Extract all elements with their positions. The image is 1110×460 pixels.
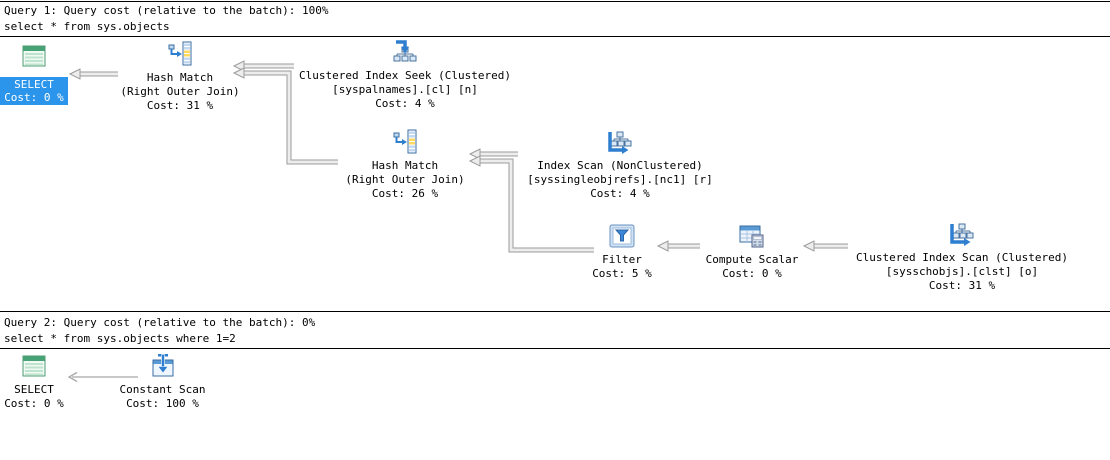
plan-node-clustered-index-seek[interactable]: Clustered Index Seek (Clustered) [syspal… [285,38,525,111]
arrow-select1-hashmatch1 [68,68,118,80]
plan-node-compute-scalar[interactable]: Compute Scalar Cost: 0 % [692,222,812,281]
plan-node-select-q1[interactable]: SELECT Cost: 0 % [0,42,68,105]
arrow-hashmatch1-indexseek [232,60,294,72]
clustered-index-scan-icon [948,220,976,248]
separator-query2-top [0,311,1110,312]
node-label: Clustered Index Seek (Clustered) [299,69,511,82]
query2-sql-text: select * from sys.objects where 1=2 [4,332,236,345]
node-subtitle: (Right Outer Join) [345,173,465,186]
index-scan-icon [606,128,634,156]
result-grid-icon [20,352,48,380]
plan-node-constant-scan[interactable]: Constant Scan Cost: 100 % [105,352,220,411]
clustered-index-seek-icon [391,38,419,66]
node-cost: Cost: 26 % [371,187,439,200]
arrow-computescalar-indexscan [802,240,848,252]
hash-match-icon [391,128,419,156]
node-cost: Cost: 0 % [722,267,782,280]
plan-node-filter[interactable]: Filter Cost: 5 % [572,222,672,281]
node-label: SELECT [14,383,54,396]
node-subtitle: [syssingleobjrefs].[nc1] [r] [527,173,713,186]
node-label: Index Scan (NonClustered) [537,159,703,172]
arrow-select2-constantscan [67,371,138,383]
node-subtitle: [sysschobjs].[clst] [o] [885,265,1039,278]
node-label: Clustered Index Scan (Clustered) [856,251,1068,264]
node-label: Compute Scalar [705,253,799,266]
node-cost: Cost: 31 % [928,279,996,292]
node-subtitle: (Right Outer Join) [120,85,240,98]
node-cost: Cost: 4 % [590,187,650,200]
plan-node-hash-match-2[interactable]: Hash Match (Right Outer Join) Cost: 26 % [335,128,475,201]
query2-header-text: Query 2: Query cost (relative to the bat… [4,316,316,329]
compute-scalar-icon [738,222,766,250]
constant-scan-icon [149,352,177,380]
selected-highlight: SELECT Cost: 0 % [0,77,68,105]
separator-top [0,1,1110,2]
node-cost: Cost: 4 % [375,97,435,110]
node-cost: Cost: 0 % [4,397,64,410]
hash-match-icon [166,40,194,68]
node-label: Hash Match [146,71,214,84]
plan-node-hash-match-1[interactable]: Hash Match (Right Outer Join) Cost: 31 % [110,40,250,113]
node-cost: Cost: 5 % [592,267,652,280]
arrow-hashmatch2-indexscan [468,148,518,160]
node-label: Filter [602,253,642,266]
node-label: Hash Match [371,159,439,172]
result-grid-icon [20,42,48,70]
node-label: Constant Scan [119,383,206,396]
arrow-hashmatch1-hashmatch2 [232,67,338,165]
plan-node-clustered-index-scan[interactable]: Clustered Index Scan (Clustered) [syssch… [842,220,1082,293]
filter-icon [608,222,636,250]
plan-node-index-scan[interactable]: Index Scan (NonClustered) [syssingleobjr… [500,128,740,201]
separator-query2-header [0,348,1110,349]
plan-node-select-q2[interactable]: SELECT Cost: 0 % [0,352,68,411]
node-subtitle: [syspalnames].[cl] [n] [332,83,478,96]
node-cost: Cost: 31 % [146,99,214,112]
query1-sql-text: select * from sys.objects [4,20,170,33]
separator-query1-header [0,36,1110,37]
query1-header-text: Query 1: Query cost (relative to the bat… [4,4,329,17]
node-cost: Cost: 100 % [126,397,199,410]
arrow-filter-computescalar [656,240,700,252]
arrow-hashmatch2-filter [468,155,594,253]
node-cost: Cost: 0 % [4,91,64,104]
node-label: SELECT [14,78,54,91]
